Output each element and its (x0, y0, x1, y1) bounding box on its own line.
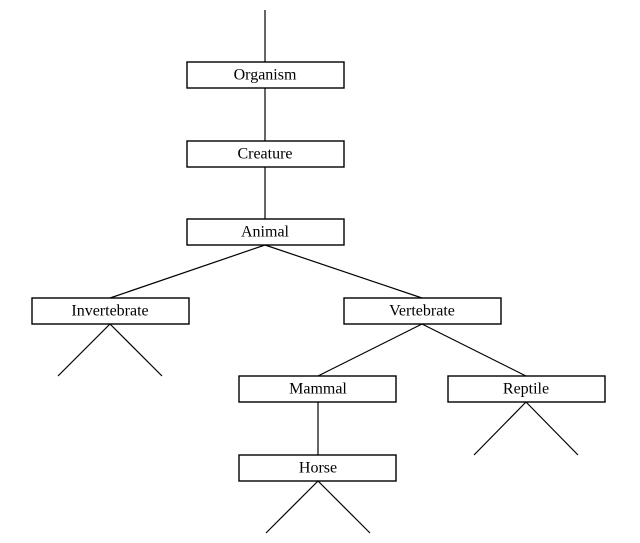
edge-vertebrate-to-reptile (421, 323, 527, 377)
node-mammal: Mammal (238, 375, 397, 403)
node-creature-box (186, 140, 345, 168)
node-organism: Organism (186, 61, 345, 89)
reptile-subtree-stub-right (525, 401, 579, 456)
horse-subtree-stub-right (317, 480, 371, 534)
node-reptile: Reptile (447, 375, 606, 403)
edge-vertebrate-to-mammal (317, 323, 423, 377)
node-reptile-label: Reptile (503, 381, 549, 398)
node-creature-label: Creature (237, 146, 292, 163)
node-organism-box (186, 61, 345, 89)
edge-animal-to-invertebrate (109, 244, 266, 299)
node-invertebrate-box (31, 297, 190, 325)
node-creature: Creature (186, 140, 345, 168)
edge-animal-to-vertebrate (264, 244, 423, 299)
node-mammal-box (238, 375, 397, 403)
invertebrate-subtree-stub-right (109, 323, 163, 377)
node-animal: Animal (186, 218, 345, 246)
node-animal-box (186, 218, 345, 246)
node-vertebrate-label: Vertebrate (389, 303, 455, 320)
node-organism-label: Organism (234, 67, 297, 84)
node-horse-box (238, 454, 397, 482)
node-vertebrate-box (343, 297, 502, 325)
horse-subtree-stub-left (265, 480, 319, 534)
node-animal-label: Animal (241, 224, 290, 241)
node-vertebrate: Vertebrate (343, 297, 502, 325)
reptile-subtree-stub-left (473, 401, 527, 456)
node-horse-label: Horse (299, 460, 337, 477)
node-invertebrate-label: Invertebrate (71, 303, 148, 320)
node-horse: Horse (238, 454, 397, 482)
invertebrate-subtree-stub-left (57, 323, 111, 377)
node-reptile-box (447, 375, 606, 403)
node-mammal-label: Mammal (289, 381, 347, 398)
node-invertebrate: Invertebrate (31, 297, 190, 325)
